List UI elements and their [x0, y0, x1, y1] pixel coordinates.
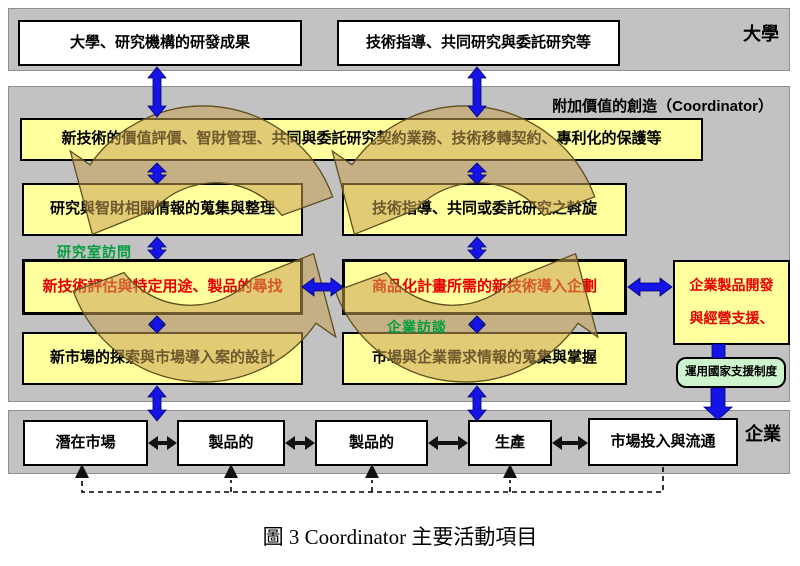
box-text: 技術指導、共同研究與委託研究等: [365, 33, 591, 51]
box-text: 新技術的價值評價、智財管理、共同與委託研究契約業務、技術移轉契約、專利化的保護等: [61, 130, 662, 148]
box-national-support-system: 運用國家支援制度: [676, 357, 786, 388]
figure-caption: 圖 3 Coordinator 主要活動項目: [262, 525, 538, 549]
box-new-market-exploration: 新市場的探索與市場導入案的設計: [22, 332, 303, 385]
label-enterprise-interview: 企業訪談: [387, 319, 447, 335]
box-text: 生產: [494, 433, 525, 451]
box-text: 技術指導、共同或委託研究之斡旋: [371, 200, 597, 218]
box-text: 市場投入與流通: [610, 432, 716, 450]
box-text: 大學、研究機構的研發成果: [69, 33, 250, 51]
box-text: 商品化計畫所需的新技術導入企劃: [371, 277, 597, 295]
box-text: 製品的: [348, 433, 394, 451]
box-text-line2: 與經營支援、: [689, 310, 774, 327]
box-text-line1: 企業製品開發: [689, 277, 774, 294]
box-text: 市場與企業需求情報的蒐集與掌握: [371, 349, 597, 367]
box-text: 研究與智財相關情報的蒐集與整理: [49, 200, 275, 218]
coordinator-band-label: 附加價值的創造（Coordinator）: [552, 98, 773, 115]
university-band-label: 大學: [743, 24, 779, 44]
box-text: 潛在市場: [55, 433, 116, 451]
box-product-1: 製品的: [177, 420, 285, 466]
box-text: 新市場的探索與市場導入案的設計: [49, 349, 275, 367]
box-product-2: 製品的: [315, 420, 428, 466]
box-commercialization-plan: 商品化計畫所需的新技術導入企劃: [342, 259, 627, 315]
box-text: 運用國家支援制度: [685, 366, 777, 379]
box-text: 製品的: [208, 433, 254, 451]
box-market-launch-distribution: 市場投入與流通: [588, 418, 738, 466]
box-production: 生產: [468, 420, 552, 466]
box-text: 新技術評估與特定用途、製品的尋找: [42, 277, 283, 295]
box-tech-guidance-mediation: 技術指導、共同或委託研究之斡旋: [342, 183, 627, 236]
label-lab-visit: 研究室訪問: [57, 244, 132, 260]
box-value-appraisal-ip-management: 新技術的價值評價、智財管理、共同與委託研究契約業務、技術移轉契約、專利化的保護等: [20, 118, 703, 161]
box-new-tech-evaluation: 新技術評估與特定用途、製品的尋找: [22, 259, 303, 315]
box-university-rd-results: 大學、研究機構的研發成果: [18, 20, 302, 66]
box-tech-guidance-joint-research: 技術指導、共同研究與委託研究等: [337, 20, 620, 66]
box-market-needs-info: 市場與企業需求情報的蒐集與掌握: [342, 332, 627, 385]
enterprise-band-label: 企業: [745, 424, 781, 444]
box-research-ip-info-collection: 研究與智財相關情報的蒐集與整理: [22, 183, 303, 236]
box-enterprise-product-support: 企業製品開發 與經營支援、: [673, 260, 790, 345]
box-potential-market: 潛在市場: [23, 420, 148, 466]
